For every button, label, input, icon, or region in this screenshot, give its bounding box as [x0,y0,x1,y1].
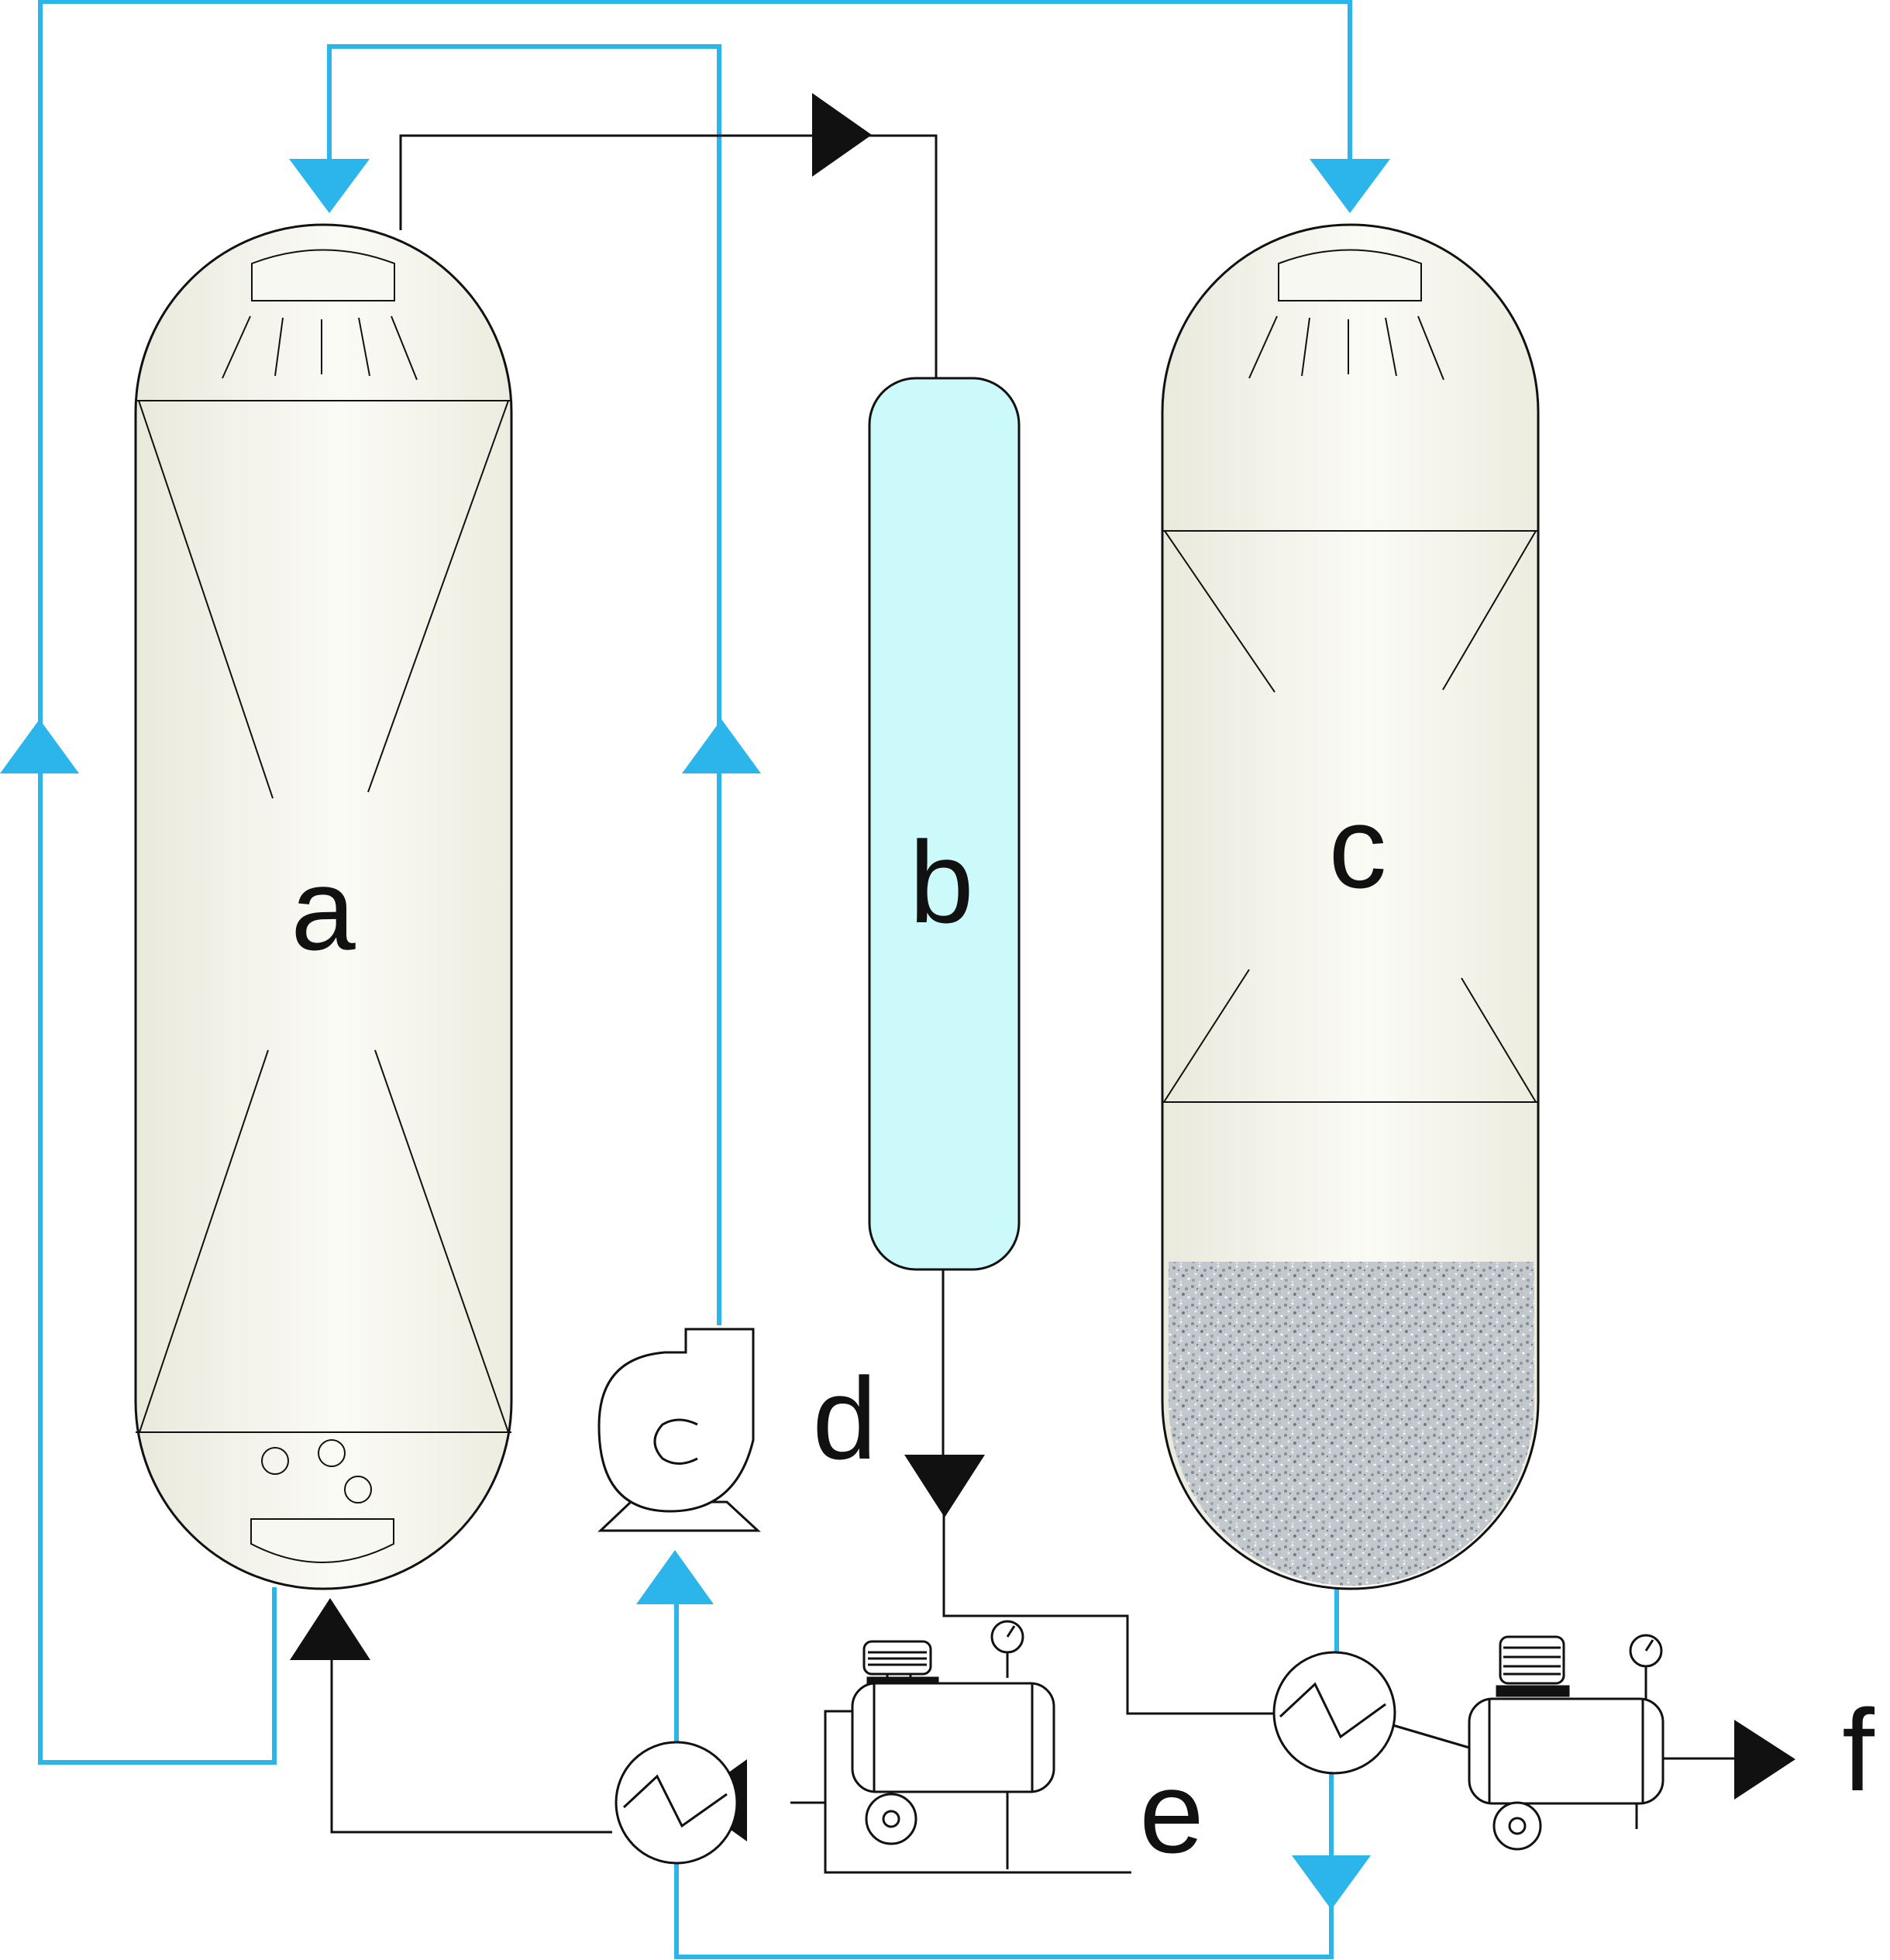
packing-bed [1169,1262,1534,1586]
label-e: e [1139,1747,1203,1877]
compressor-icon [851,1620,1055,1869]
flow-arrow-icon [1310,159,1390,213]
flow-arrow-icon [682,719,761,773]
column-b: b [868,377,1021,1271]
sparger-icon [250,1439,394,1563]
vessel-c: c [1161,223,1540,1590]
cold-line-blower-to-a [327,44,721,1325]
cold-line-outer-loop [38,0,1352,1765]
vessel-a: a [134,223,513,1590]
heat-exchanger-icon [1272,1651,1396,1775]
flow-arrow-icon [1734,1720,1795,1800]
flow-arrow-icon [0,719,79,773]
spray-nozzle-icon [222,249,418,381]
flow-arrow-icon [904,1455,985,1517]
heat-exchanger-icon [615,1741,738,1865]
flow-arrow-icon [1292,1855,1371,1910]
label-c: c [1329,782,1387,912]
blower-icon [597,1328,761,1532]
process-line-e-feed [824,1834,1131,1874]
process-line-a-top-to-b [399,134,938,378]
flow-arrow-icon [812,93,872,177]
flow-arrow-icon [290,1598,370,1660]
process-line-hx-to-compressor-f [1389,1723,1470,1749]
label-d: d [812,1353,876,1483]
label-a: a [291,844,356,974]
label-b: b [909,817,973,947]
process-line-e-loop [824,1710,852,1834]
cold-arrows [0,159,1390,1910]
cold-line-hx-loop [674,1773,1334,1959]
process-line-hx-to-a [330,1628,612,1834]
compressor-icon [1468,1634,1665,1851]
label-f: f [1842,1685,1875,1815]
process-arrows [290,93,1795,1841]
flow-arrow-icon [289,159,370,213]
flow-arrow-icon [636,1550,714,1604]
spray-nozzle-icon [1248,249,1444,381]
